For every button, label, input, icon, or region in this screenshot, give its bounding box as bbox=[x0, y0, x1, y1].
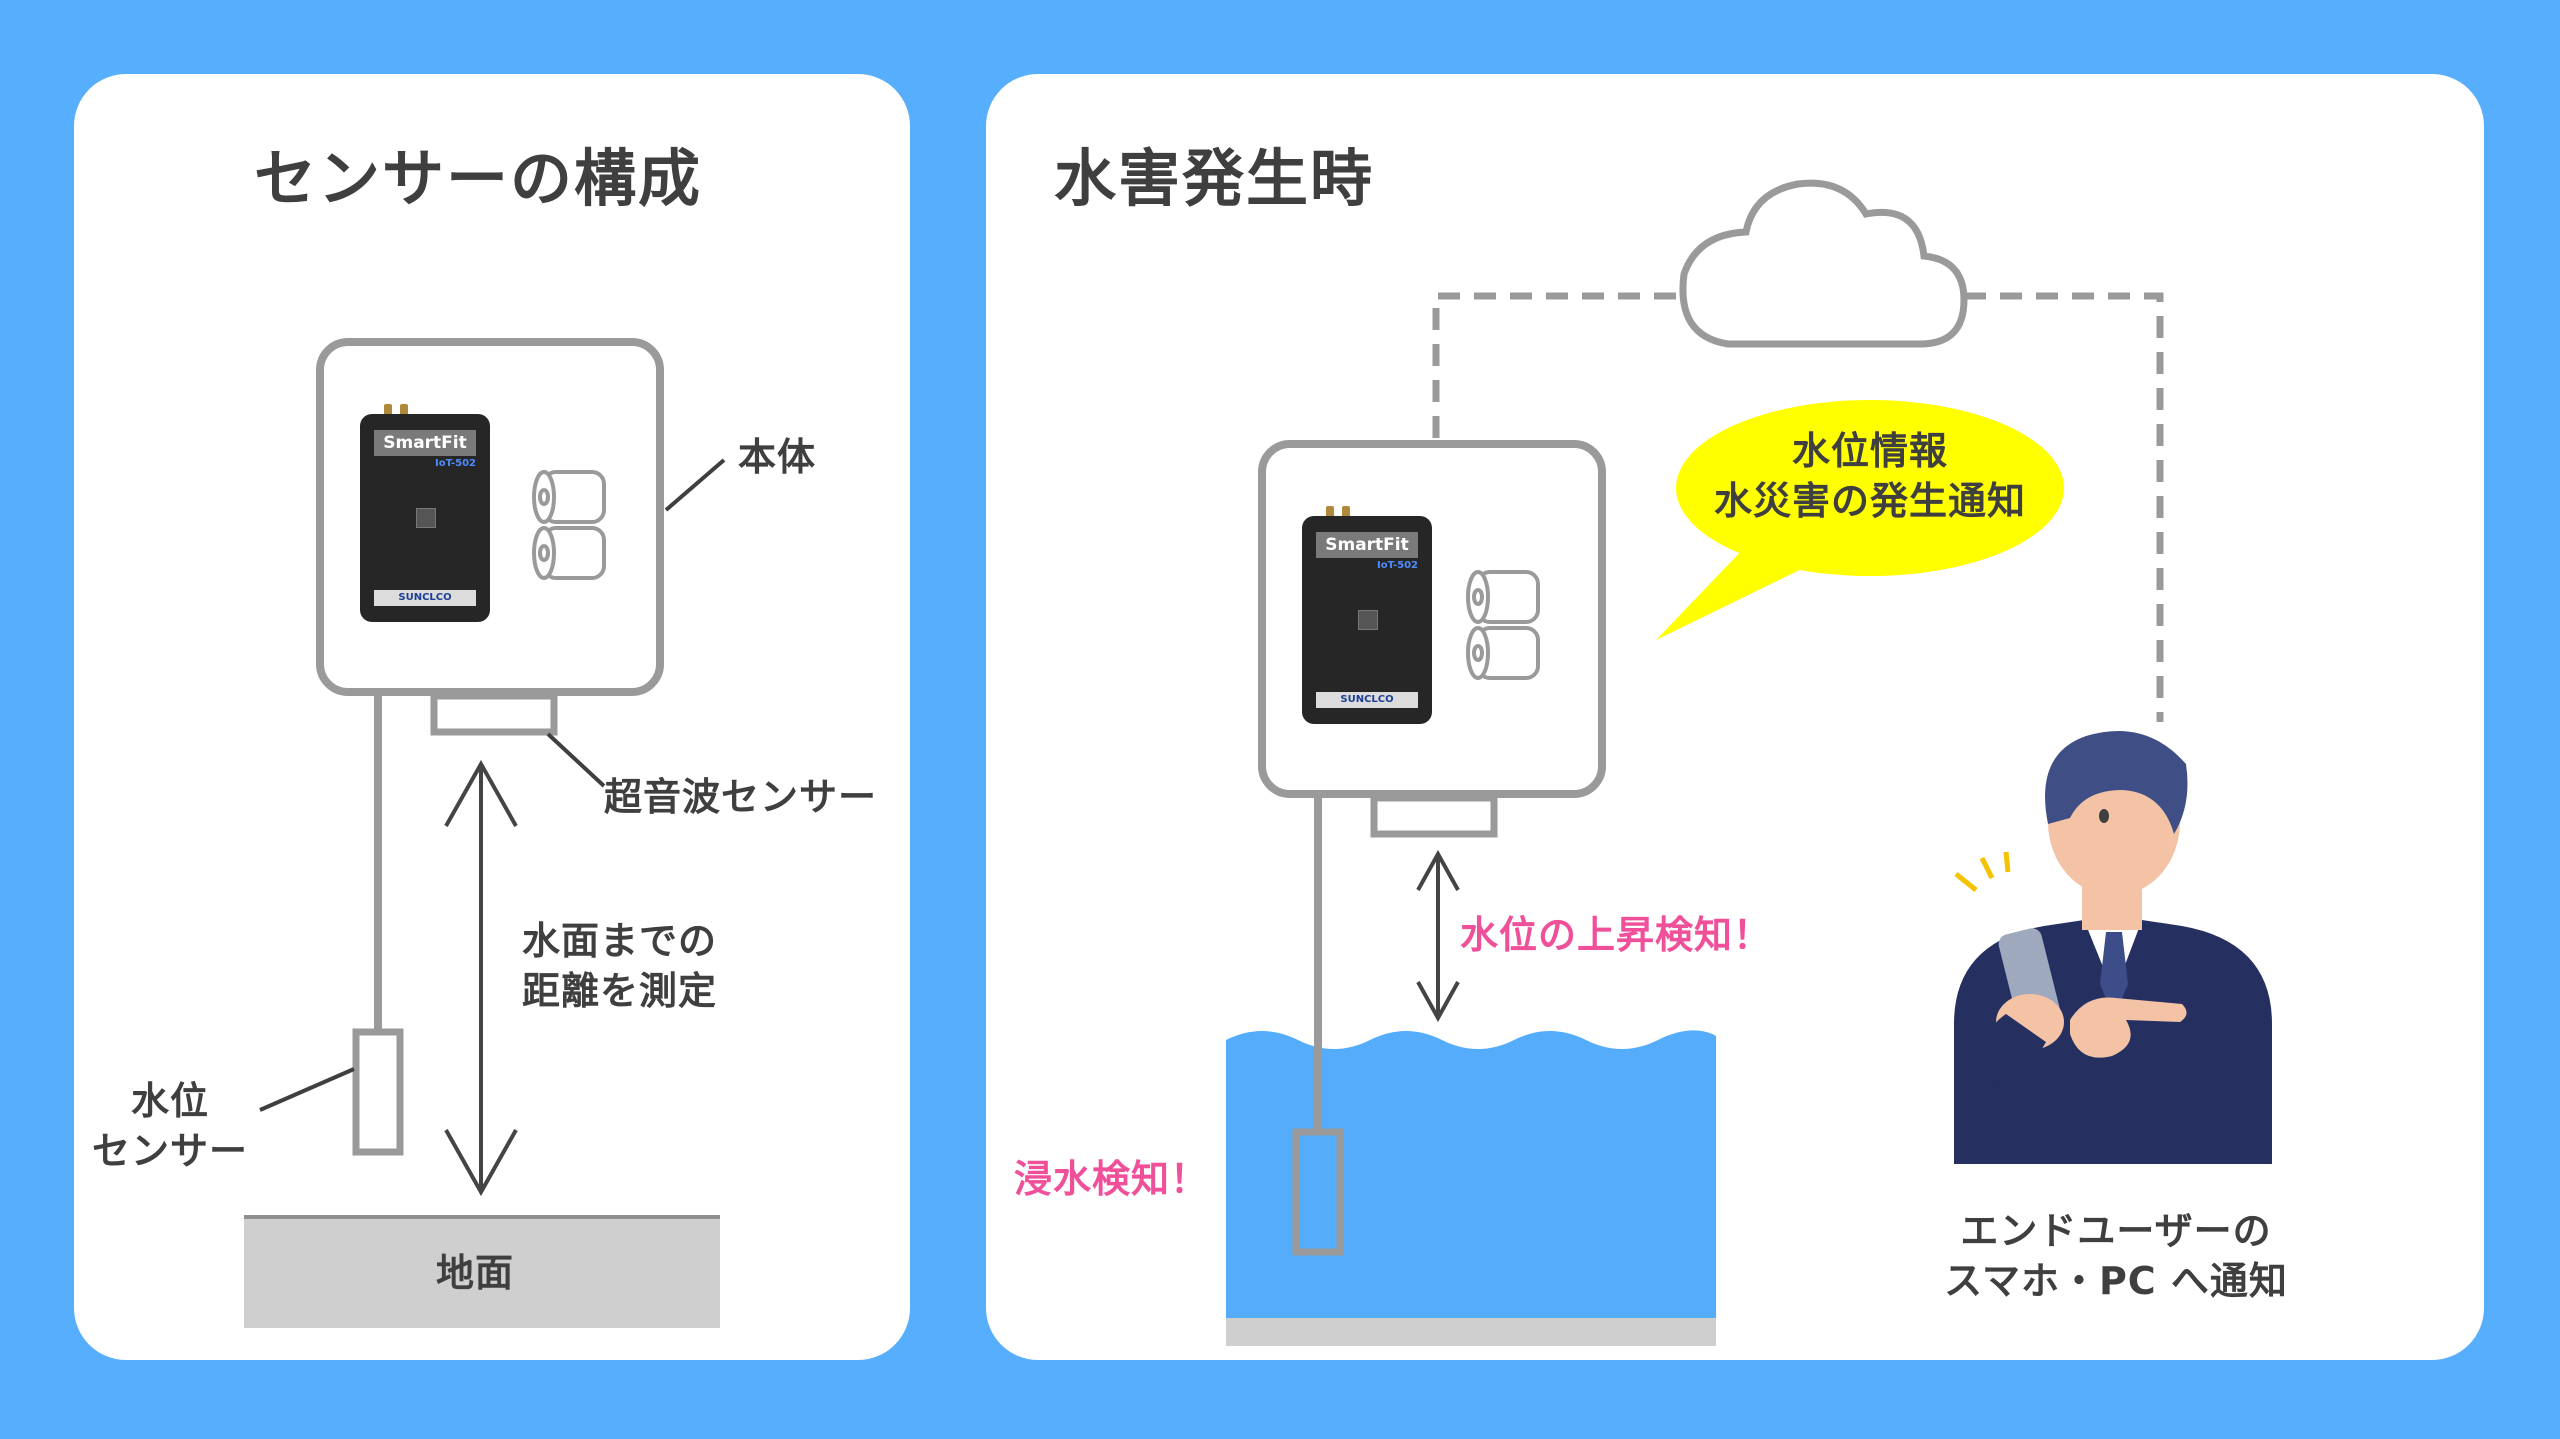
sensor-device: SmartFit IoT-502 SUNCLCO bbox=[1302, 506, 1432, 724]
flood-event-panel: 水害発生時 SmartFit IoT-502 SUNCLCO 水位情報 水災害の… bbox=[986, 74, 2484, 1360]
device-maker: SUNCLCO bbox=[374, 590, 476, 606]
person-illustration bbox=[1954, 730, 2272, 1164]
panel-title: 水害発生時 bbox=[1054, 142, 1375, 215]
distance-arrow bbox=[444, 759, 518, 1197]
enduser-notification-label: エンドユーザーの スマホ・PC へ通知 bbox=[1944, 1209, 2288, 1303]
device-maker: SUNCLCO bbox=[1316, 692, 1418, 708]
ultrasonic-sensor bbox=[1370, 794, 1498, 838]
sensor-diagram bbox=[244, 338, 726, 1328]
flood-detection-label: 浸水検知！ bbox=[1014, 1157, 1210, 1201]
device-model: IoT-502 bbox=[1377, 560, 1418, 571]
ground-block bbox=[244, 1216, 720, 1328]
sensor-device: SmartFit IoT-502 SUNCLCO bbox=[360, 404, 490, 622]
housing-box bbox=[316, 338, 664, 696]
water-body bbox=[1226, 1030, 1716, 1318]
rise-arrow bbox=[1416, 849, 1460, 1023]
water-level-sensor bbox=[352, 1028, 404, 1156]
ultrasonic-leader-line bbox=[546, 732, 606, 788]
rise-detection-label: 水位の上昇検知！ bbox=[1460, 913, 1773, 957]
housing-box bbox=[1258, 440, 1606, 798]
ultrasonic-sensor bbox=[430, 692, 558, 736]
battery-icon bbox=[532, 470, 606, 580]
sensor-configuration-panel: センサーの構成 SmartFit IoT-502 SUNCLCO 本体 超音波セ… bbox=[74, 74, 910, 1360]
ground-block bbox=[1226, 1318, 1716, 1346]
network-dashed-line bbox=[1432, 292, 2164, 722]
body-label: 本体 bbox=[738, 435, 817, 479]
device-led bbox=[416, 508, 436, 528]
cloud-icon bbox=[1679, 179, 1968, 348]
antenna bbox=[1342, 506, 1350, 522]
water-level-sensor-label: 水位 センサー bbox=[91, 1079, 248, 1173]
panel-title: センサーの構成 bbox=[254, 142, 703, 215]
bubble-text: 水位情報 水災害の発生通知 bbox=[1713, 429, 2026, 523]
antenna bbox=[1326, 506, 1334, 522]
device-brand: SmartFit bbox=[1316, 532, 1418, 558]
body-leader-line bbox=[664, 458, 726, 512]
speech-bubble bbox=[1656, 400, 2064, 640]
battery-icon bbox=[1466, 570, 1540, 680]
ground-label: 地面 bbox=[436, 1251, 515, 1295]
water-level-leader-line bbox=[259, 1067, 355, 1112]
device-led bbox=[1358, 610, 1378, 630]
water-level-sensor bbox=[1292, 1128, 1344, 1256]
device-brand: SmartFit bbox=[374, 430, 476, 456]
ultrasonic-sensor-label: 超音波センサー bbox=[604, 775, 878, 819]
flood-diagram bbox=[1226, 179, 2272, 1346]
device-model: IoT-502 bbox=[435, 458, 476, 469]
distance-label: 水面までの 距離を測定 bbox=[522, 919, 718, 1013]
antenna bbox=[384, 404, 392, 420]
antenna bbox=[400, 404, 408, 420]
